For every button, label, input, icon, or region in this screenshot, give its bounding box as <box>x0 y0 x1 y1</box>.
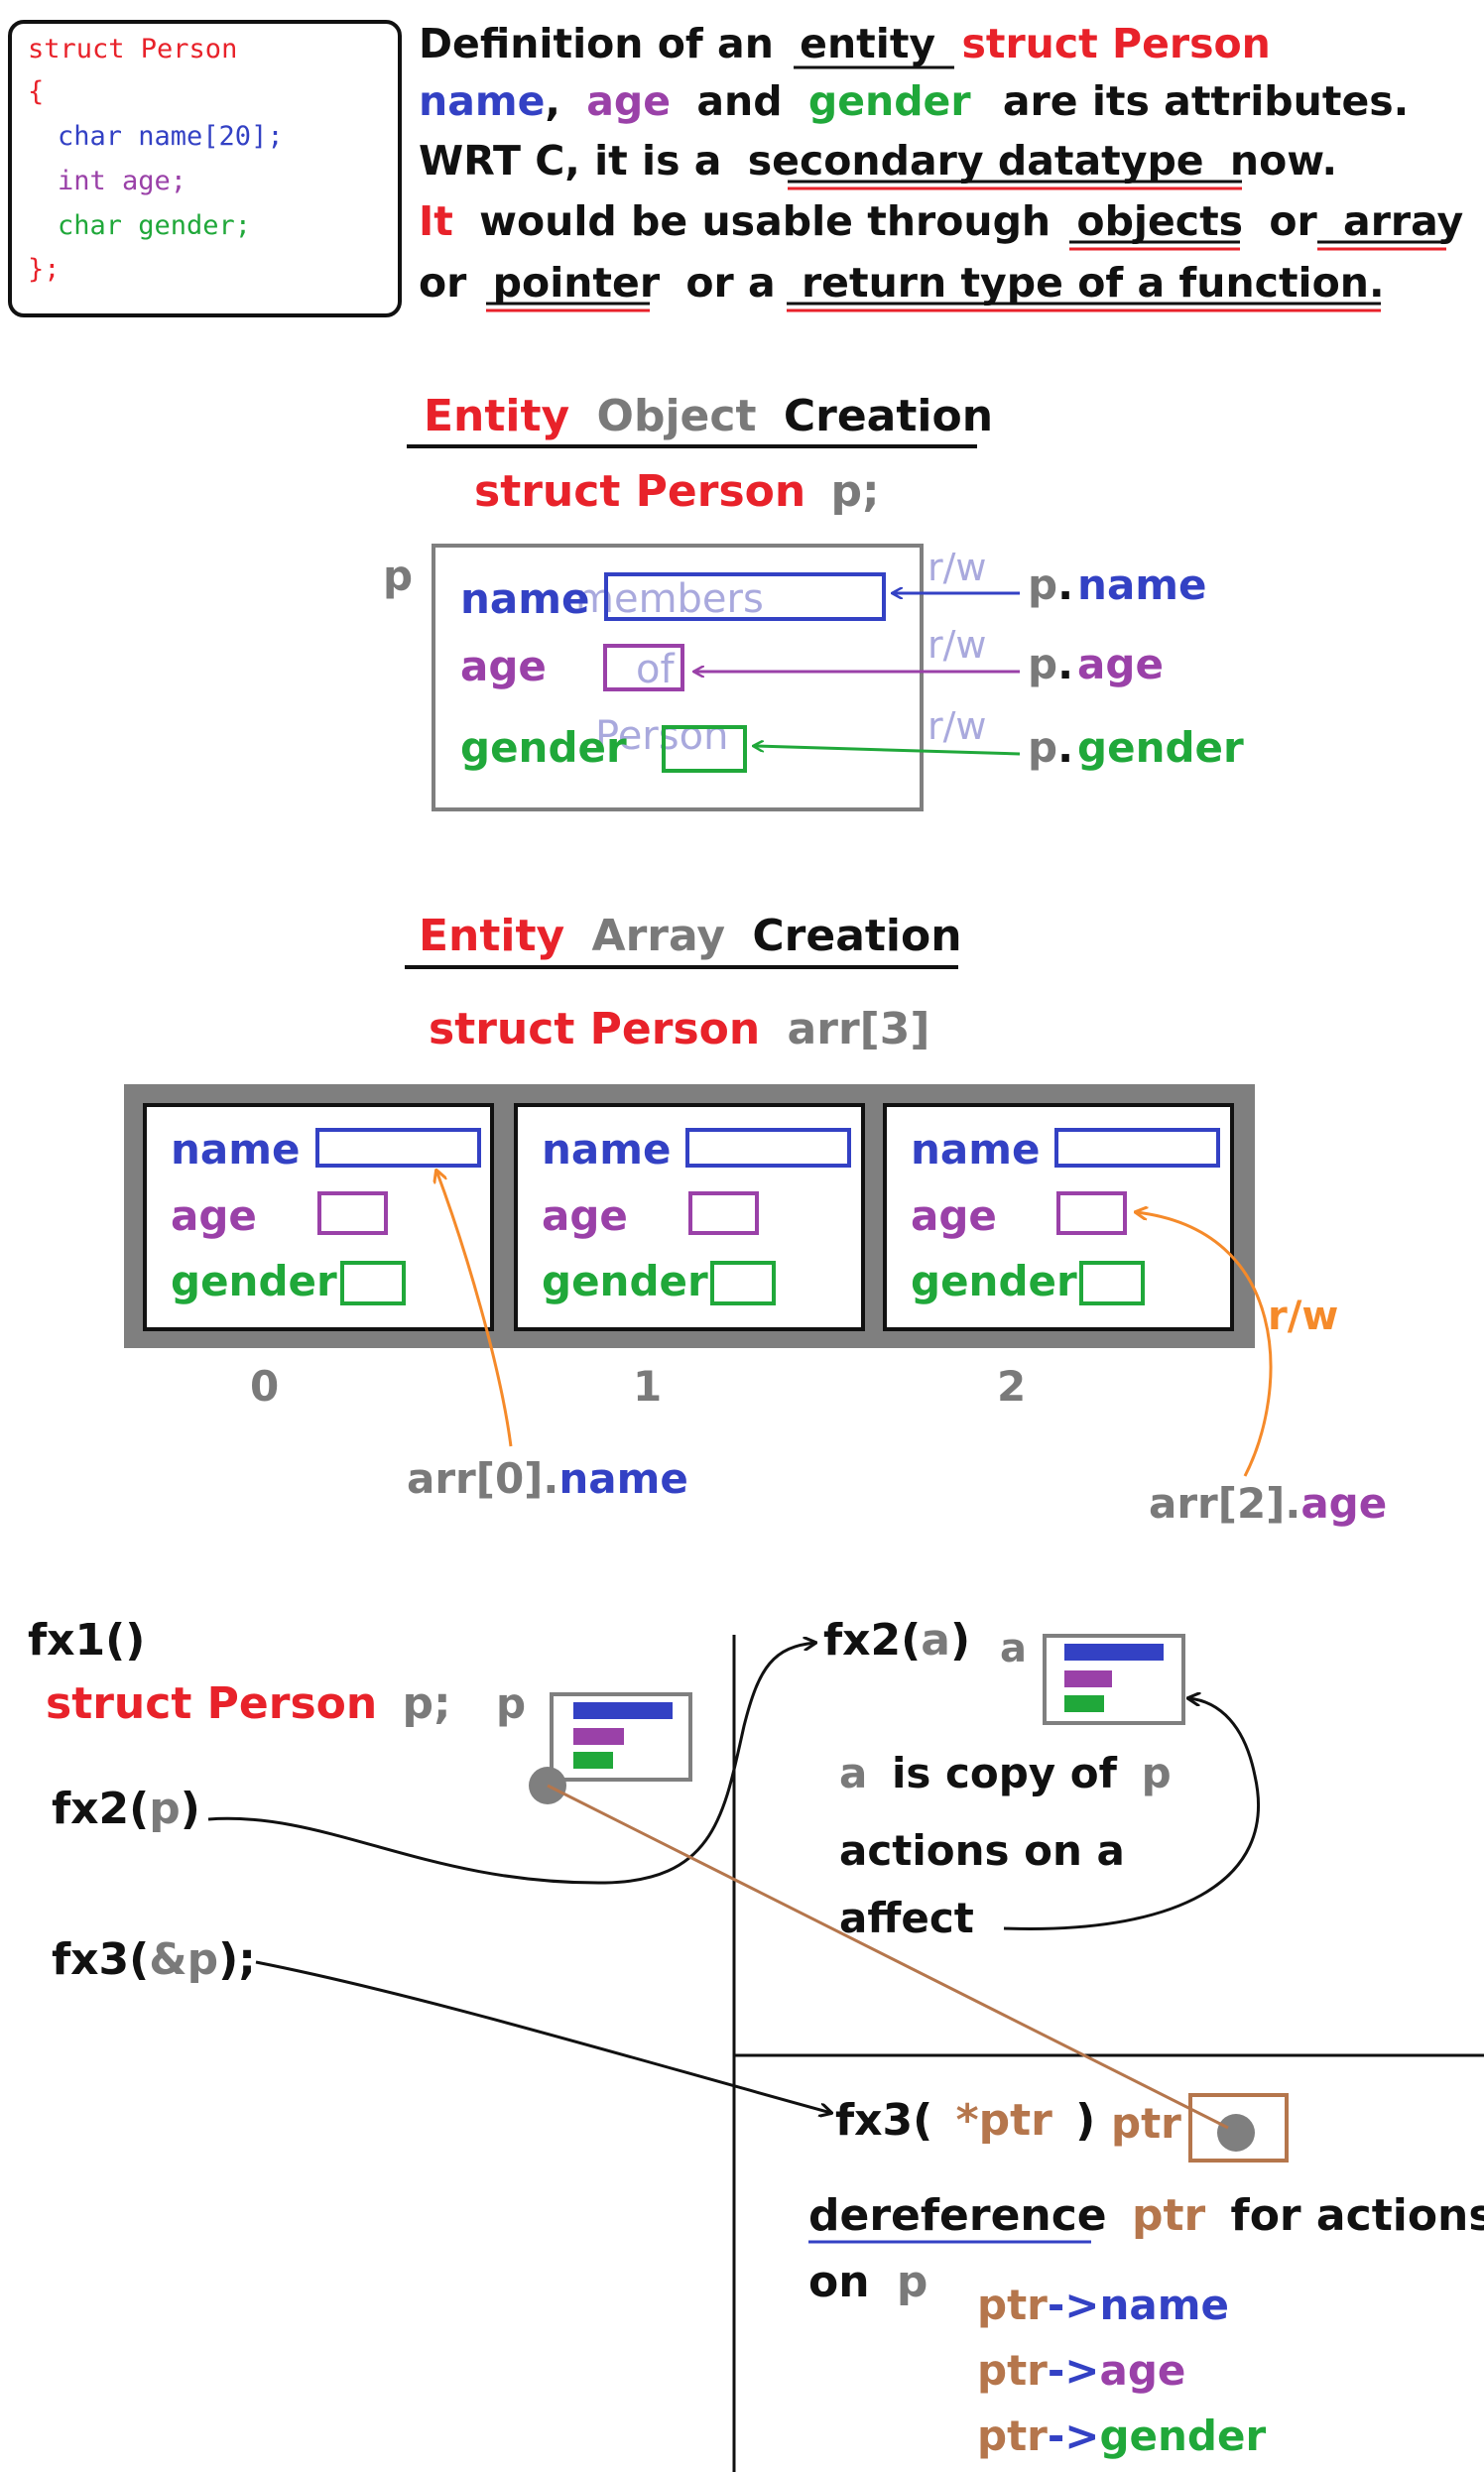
code-line-4: int age; <box>58 166 186 196</box>
code-line-5: char gender; <box>58 210 251 241</box>
on-p-note: on p <box>808 2257 928 2307</box>
object-p-box <box>432 544 924 811</box>
object-age-slot <box>603 644 684 691</box>
intro-paragraph: Definition of an entity struct Person na… <box>419 20 1463 312</box>
actions-note-2: affect <box>839 1894 974 1942</box>
cell1-gender: gender <box>542 1257 708 1305</box>
rw-label-2: r/w <box>928 623 987 667</box>
array-cell-2: name age gender <box>883 1103 1234 1331</box>
object-creation-section: Entity Object Creation struct Person p; … <box>383 391 1244 811</box>
code-line-2: { <box>28 76 44 107</box>
index-2: 2 <box>997 1362 1026 1411</box>
array-cell-0: name age gender <box>143 1103 494 1331</box>
array-cell-1: name age gender <box>514 1103 865 1331</box>
call-fx3: fx3(&p); <box>52 1934 256 1985</box>
access-p-gender: p.gender <box>1028 723 1244 772</box>
actions-note-1: actions on a <box>839 1826 1125 1875</box>
code-line-3: char name[20]; <box>58 121 284 152</box>
intro-line-1: Definition of an entity struct Person <box>419 20 1271 67</box>
fx3-ptr-label: ptr <box>1111 2099 1181 2148</box>
array-declaration: struct Person arr[3] <box>429 1004 929 1054</box>
ptr-gender: ptr->gender <box>977 2411 1266 2460</box>
cell0-name: name <box>171 1125 301 1174</box>
code-line-6: }; <box>28 254 61 285</box>
object-field-age: age <box>460 642 547 690</box>
fx1-label: fx1() <box>28 1615 145 1666</box>
object-section-title: Entity Object Creation <box>424 391 993 441</box>
access-arr2-age: arr[2].age <box>1149 1479 1387 1528</box>
access-arr0-name: arr[0].name <box>407 1454 688 1503</box>
cell0-gender: gender <box>171 1257 337 1305</box>
rw-label-1: r/w <box>928 546 987 589</box>
object-field-gender: gender <box>460 723 627 772</box>
cell1-name: name <box>542 1125 672 1174</box>
object-field-name: name <box>460 574 590 623</box>
ptr-age: ptr->age <box>977 2346 1185 2395</box>
cell1-age: age <box>542 1191 628 1240</box>
fx2-a-label: a <box>1000 1626 1027 1671</box>
ptr-to-p-link <box>547 1784 1229 2130</box>
rw-label-3: r/w <box>928 704 987 748</box>
functions-section: fx1() struct Person p; p fx2(p) fx3(&p);… <box>28 1615 1484 2472</box>
fx1-p-label: p <box>496 1679 526 1728</box>
cell2-age: age <box>911 1191 997 1240</box>
access-p-name: p.name <box>1028 560 1207 609</box>
deref-note: dereference ptr for actions <box>808 2190 1484 2241</box>
struct-definition-code: struct Person { char name[20]; int age; … <box>8 20 402 317</box>
array-creation-section: Entity Array Creation struct Person arr[… <box>124 911 1387 1528</box>
watermark-members: members <box>575 576 764 622</box>
array-rw-label: r/w <box>1268 1294 1338 1339</box>
fx1-declaration: struct Person p; <box>46 1678 451 1729</box>
index-1: 1 <box>633 1362 662 1411</box>
arrow-call-fx2 <box>207 1643 815 1885</box>
index-0: 0 <box>250 1362 279 1411</box>
arrow-p-gender <box>754 746 1021 756</box>
arrow-arr2-age <box>1136 1212 1273 1477</box>
call-fx2: fx2(p) <box>52 1784 200 1834</box>
access-p-age: p.age <box>1028 640 1164 688</box>
fx2-signature: fx2(a) <box>823 1615 970 1666</box>
object-var-label: p <box>383 552 413 600</box>
code-line-1: struct Person <box>28 34 237 64</box>
arrow-arr0-name <box>436 1171 513 1447</box>
intro-line-5: or pointer or a return type of a functio… <box>419 259 1385 307</box>
fx3-signature: fx3( *ptr ) <box>835 2095 1095 2146</box>
object-gender-slot <box>662 725 747 773</box>
ptr-address-dot <box>1217 2114 1255 2152</box>
array-section-title: Entity Array Creation <box>419 911 962 961</box>
intro-line-3: WRT C, it is a secondary datatype now. <box>419 137 1337 185</box>
intro-line-2: name, age and gender are its attributes. <box>419 77 1409 125</box>
ptr-name: ptr->name <box>977 2281 1229 2329</box>
cell0-age: age <box>171 1191 257 1240</box>
watermark-of: of <box>636 647 675 692</box>
code-box-frame <box>8 20 402 317</box>
fx1-p-object <box>550 1692 692 1782</box>
arrow-affect-a <box>1003 1698 1261 1930</box>
object-declaration: struct Person p; <box>474 466 880 517</box>
arrow-call-fx3 <box>255 1960 831 2113</box>
cell2-name: name <box>911 1125 1041 1174</box>
object-name-slot <box>604 572 886 621</box>
fx2-a-object <box>1043 1634 1185 1725</box>
intro-line-4: It would be usable through objects or ar… <box>419 197 1463 245</box>
copy-note: a is copy of p <box>839 1749 1172 1797</box>
cell2-gender: gender <box>911 1257 1077 1305</box>
